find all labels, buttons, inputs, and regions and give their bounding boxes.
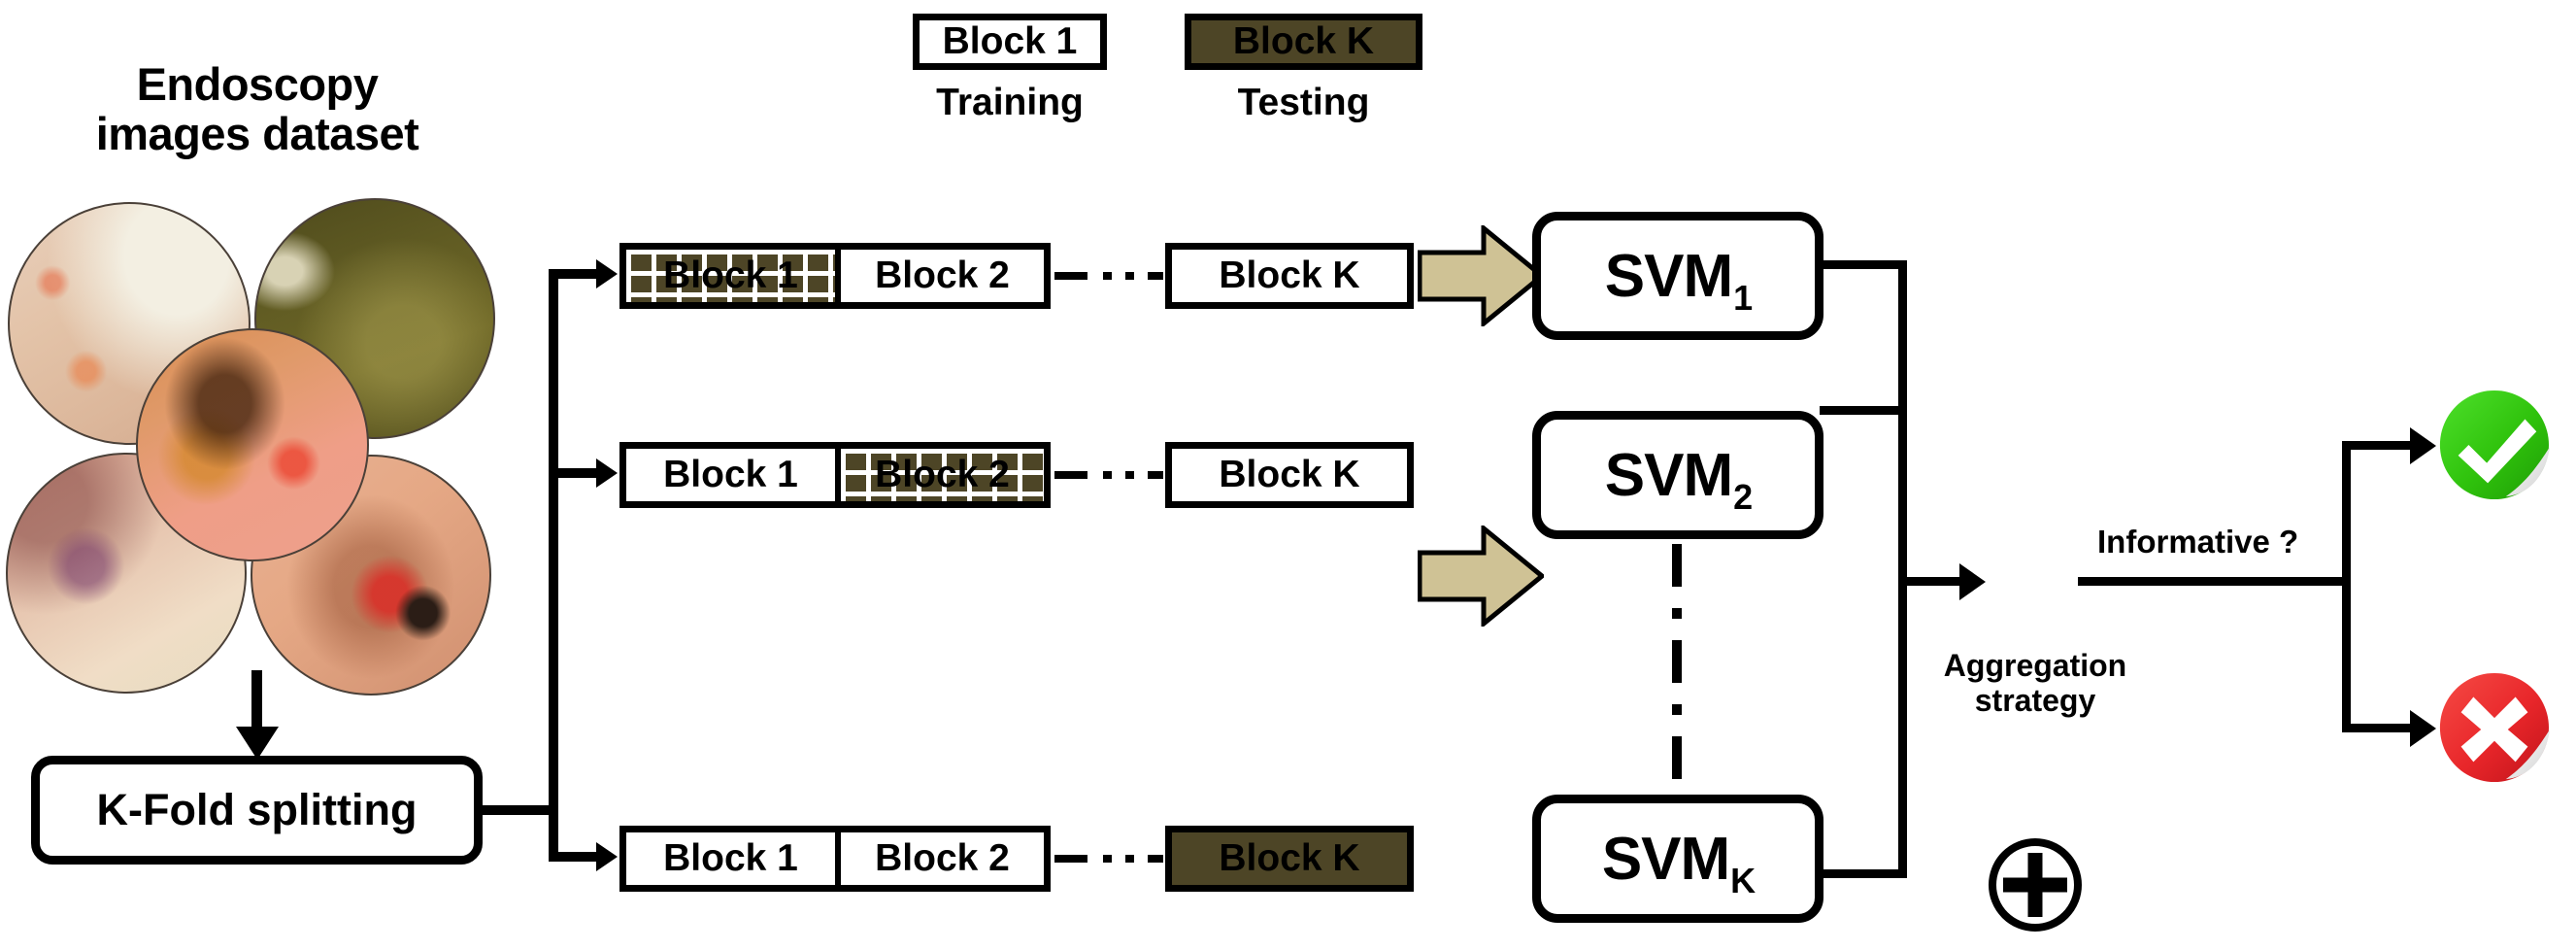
outcome-yes-arrowhead xyxy=(2410,427,2436,464)
outcome-informative-yes[interactable] xyxy=(2437,388,2552,502)
outcome-yes-line xyxy=(2342,441,2418,450)
dataset-title: Endoscopy images dataset xyxy=(29,58,485,159)
endoscopy-image-3 xyxy=(136,328,369,561)
fold-1-classifier-label: SVM1 xyxy=(1604,242,1753,318)
split-bus-stub xyxy=(483,805,556,815)
fold-k-block-2[interactable]: Block 2 xyxy=(835,832,1044,885)
fold-k-block-bar: Block 1 Block 2 xyxy=(619,826,1051,892)
fold-1-block-2[interactable]: Block 2 xyxy=(835,250,1044,302)
fold-2-classifier-name: SVM xyxy=(1604,441,1733,509)
fold-k-classifier-label: SVMK xyxy=(1601,825,1756,900)
legend-training-caption: Training xyxy=(936,82,1084,123)
fold-2-block-1[interactable]: Block 1 xyxy=(626,449,835,501)
fold-2-classifier-label: SVM2 xyxy=(1604,441,1753,517)
legend-training-box: Block 1 xyxy=(913,14,1107,70)
legend-testing-caption: Testing xyxy=(1237,82,1370,123)
k-fold-splitting-label: K-Fold splitting xyxy=(96,785,418,834)
aggregation-input-line xyxy=(1903,577,1969,586)
fold-2-block-2[interactable]: Block 2 xyxy=(835,449,1044,501)
fold-1-block-k[interactable]: Block K xyxy=(1165,243,1414,309)
fold-1-block-1-label: Block 1 xyxy=(663,254,798,296)
fold-k-block-k-label: Block K xyxy=(1219,837,1360,879)
k-fold-splitting-box[interactable]: K-Fold splitting xyxy=(31,756,483,865)
fold-2-classifier-subscript: 2 xyxy=(1733,476,1753,517)
svm-2-output-line xyxy=(1820,406,1907,415)
fold-2-block-k-label: Block K xyxy=(1219,454,1360,495)
fold-k-classifier-subscript: K xyxy=(1730,860,1756,900)
dataset-to-split-line xyxy=(251,670,262,730)
fold-1-block-1[interactable]: Block 1 xyxy=(626,250,835,302)
fold-k-block-2-label: Block 2 xyxy=(875,837,1010,879)
outcome-informative-no[interactable] xyxy=(2437,670,2552,785)
legend-testing-box: Block K xyxy=(1185,14,1422,70)
outcome-no-line xyxy=(2342,724,2418,732)
split-feed-arrowhead-fold-k xyxy=(596,842,618,871)
fold-1-to-svm-arrow xyxy=(1418,225,1544,326)
aggregation-node[interactable] xyxy=(1989,838,2082,932)
fold-2-block-bar: Block 1 Block 2 xyxy=(619,442,1051,508)
svm-1-output-line xyxy=(1820,260,1907,269)
fold-1-classifier-subscript: 1 xyxy=(1733,277,1753,318)
fold-2-classifier-svm-2[interactable]: SVM2 xyxy=(1532,411,1823,539)
fold-k-block-1[interactable]: Block 1 xyxy=(626,832,835,885)
fold-2-block-2-label: Block 2 xyxy=(875,454,1010,495)
decision-branch-trunk xyxy=(2342,441,2351,732)
split-feed-line-fold-2 xyxy=(553,468,604,478)
dataset-title-line-1: Endoscopy xyxy=(136,58,379,110)
fold-k-block-k[interactable]: Block K xyxy=(1165,826,1414,892)
dataset-to-split-arrowhead xyxy=(236,727,279,760)
fold-2-block-1-label: Block 1 xyxy=(663,454,798,495)
aggregation-label-line-1: Aggregation xyxy=(1943,648,2127,683)
split-feed-arrowhead-fold-1 xyxy=(596,259,618,288)
fold-2-block-k[interactable]: Block K xyxy=(1165,442,1414,508)
fold-2-connector xyxy=(1054,471,1163,479)
fold-1-classifier-name: SVM xyxy=(1604,242,1733,310)
fold-1-block-bar: Block 1 Block 2 xyxy=(619,243,1051,309)
legend-testing-box-label: Block K xyxy=(1232,20,1375,62)
split-feed-line-fold-1 xyxy=(553,269,604,279)
legend-training-box-label: Block 1 xyxy=(942,20,1078,62)
aggregation-label-line-2: strategy xyxy=(1974,682,2096,718)
endoscopy-image-cluster xyxy=(0,194,524,699)
outcome-no-arrowhead xyxy=(2410,710,2436,747)
fold-2-to-svm-arrow xyxy=(1418,526,1544,627)
split-bus-trunk xyxy=(549,269,558,862)
decision-line xyxy=(2078,577,2350,586)
dataset-title-line-2: images dataset xyxy=(95,107,419,159)
fold-1-block-k-label: Block K xyxy=(1219,254,1360,296)
aggregation-strategy-label: Aggregation strategy xyxy=(1909,648,2161,719)
fold-ellipsis-vertical xyxy=(1672,544,1682,798)
aggregation-input-arrowhead xyxy=(1959,563,1986,600)
split-feed-line-fold-k xyxy=(553,852,604,862)
svm-output-bus-trunk xyxy=(1898,260,1907,878)
fold-k-block-1-label: Block 1 xyxy=(663,837,798,879)
fold-1-classifier-svm-1[interactable]: SVM1 xyxy=(1532,212,1823,340)
svm-k-output-line xyxy=(1820,869,1907,878)
fold-k-connector xyxy=(1054,855,1163,863)
fold-k-classifier-svm-k[interactable]: SVMK xyxy=(1532,795,1823,923)
fold-1-block-2-label: Block 2 xyxy=(875,254,1010,296)
fold-k-classifier-name: SVM xyxy=(1601,825,1730,893)
fold-1-connector xyxy=(1054,272,1163,280)
split-feed-arrowhead-fold-2 xyxy=(596,458,618,488)
decision-question-label: Informative ? xyxy=(2097,524,2299,560)
